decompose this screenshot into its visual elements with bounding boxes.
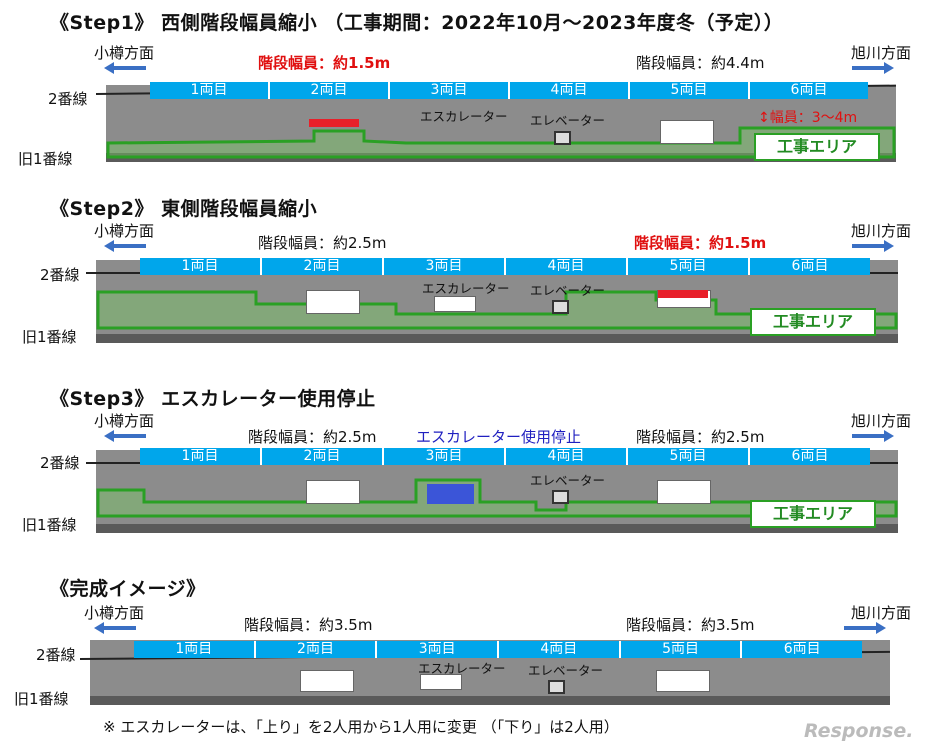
- track-1-label: 旧1番線: [22, 516, 77, 534]
- east-stair-width: 階段幅員：約4.4m: [636, 54, 765, 72]
- east-stair-width: 階段幅員：約1.5m: [634, 234, 767, 252]
- car-4: 4両目: [506, 448, 628, 465]
- track-1-label: 旧1番線: [22, 328, 77, 346]
- escalator-box: [434, 296, 476, 312]
- arrow-left-icon: [104, 240, 146, 252]
- car-2: 2両目: [262, 258, 384, 275]
- car-6: 6両目: [750, 448, 870, 465]
- direction-asahikawa: 旭川方面: [850, 604, 911, 622]
- escalator-label: エスカレーター: [418, 661, 506, 676]
- train-cars: 1両目 2両目 3両目 4両目 5両目 6両目: [140, 448, 870, 465]
- panel-title: 《Step1》 西側階段幅員縮小 （工事期間：2022年10月～2023年度冬（…: [50, 12, 784, 34]
- panel-title: 《Step3》 エスカレーター使用停止: [50, 388, 376, 410]
- car-2: 2両目: [270, 82, 390, 99]
- width-range: ↕幅員：3～4m: [758, 110, 858, 126]
- response-watermark: Response.: [804, 720, 914, 742]
- arrow-left-icon: [104, 430, 146, 442]
- east-stair-width: 階段幅員：約3.5m: [626, 616, 755, 634]
- train-cars: 1両目 2両目 3両目 4両目 5両目 6両目: [150, 82, 868, 99]
- west-stair-width: 階段幅員：約3.5m: [244, 616, 373, 634]
- car-2: 2両目: [255, 641, 378, 658]
- track-2-label: 2番線: [40, 454, 80, 472]
- escalator-label: エスカレーター: [422, 281, 510, 296]
- work-area-outline: [96, 478, 898, 518]
- elevator-label: エレベーター: [530, 113, 606, 128]
- train-cars: 1両目 2両目 3両目 4両目 5両目 6両目: [140, 258, 870, 275]
- direction-asahikawa: 旭川方面: [850, 222, 911, 240]
- track-2-label: 2番線: [36, 646, 76, 664]
- car-1: 1両目: [140, 258, 262, 275]
- elevator-label: エレベーター: [528, 663, 604, 678]
- car-4: 4両目: [499, 641, 621, 658]
- car-1: 1両目: [134, 641, 256, 658]
- car-3: 3両目: [384, 258, 506, 275]
- narrowed-stair-marker: [658, 290, 708, 298]
- platform: 1両目 2両目 3両目 4両目 5両目 6両目 エスカレーター エレベーター ↕…: [95, 73, 896, 165]
- elevator-icon: [552, 490, 569, 504]
- work-area-label: 工事エリア: [750, 308, 876, 336]
- car-3: 3両目: [384, 448, 506, 465]
- direction-otaru: 小樽方面: [94, 412, 155, 430]
- narrowed-stair-marker: [309, 119, 359, 127]
- direction-otaru: 小樽方面: [84, 604, 145, 622]
- direction-asahikawa: 旭川方面: [850, 412, 911, 430]
- elevator-icon: [548, 680, 565, 694]
- car-3: 3両目: [390, 82, 510, 99]
- footnote: ※ エスカレーターは、「上り」を2人用から1人用に変更 （「下り」は2人用）: [103, 718, 619, 736]
- car-6: 6両目: [750, 258, 870, 275]
- platform: 1両目 2両目 3両目 4両目 5両目 6両目 エスカレーター エレベーター 工…: [86, 252, 898, 344]
- arrow-left-icon: [104, 62, 146, 74]
- car-4: 4両目: [510, 82, 630, 99]
- elevator-icon: [554, 131, 571, 145]
- car-6: 6両目: [750, 82, 868, 99]
- platform: 1両目 2両目 3両目 4両目 5両目 6両目 エスカレーター エレベーター: [79, 634, 890, 706]
- car-5: 5両目: [628, 448, 750, 465]
- stopped-escalator: [427, 484, 474, 504]
- car-5: 5両目: [620, 641, 743, 658]
- west-stair: [306, 290, 360, 314]
- west-stair-width: 階段幅員：約2.5m: [248, 428, 377, 446]
- track-2-label: 2番線: [48, 90, 88, 108]
- car-5: 5両目: [628, 258, 750, 275]
- car-1: 1両目: [150, 82, 270, 99]
- escalator-stopped-note: エスカレーター使用停止: [416, 428, 582, 446]
- work-area-label: 工事エリア: [750, 500, 876, 528]
- track-2-label: 2番線: [40, 266, 80, 284]
- elevator-label: エレベーター: [530, 473, 606, 488]
- east-stair: [657, 480, 711, 504]
- work-area-label: 工事エリア: [754, 133, 880, 161]
- car-1: 1両目: [140, 448, 262, 465]
- east-stair: [660, 120, 714, 144]
- arrow-left-icon: [94, 622, 136, 634]
- direction-otaru: 小樽方面: [94, 44, 155, 62]
- arrow-right-icon: [844, 622, 886, 634]
- direction-otaru: 小樽方面: [94, 222, 155, 240]
- car-6: 6両目: [742, 641, 863, 658]
- east-stair-width: 階段幅員：約2.5m: [636, 428, 765, 446]
- arrow-right-icon: [852, 430, 894, 442]
- car-4: 4両目: [506, 258, 628, 275]
- east-stair: [656, 670, 710, 692]
- west-stair-width: 階段幅員：約2.5m: [258, 234, 387, 252]
- elevator-label: エレベーター: [530, 283, 606, 298]
- platform: 1両目 2両目 3両目 4両目 5両目 6両目 エレベーター 工事エリア: [86, 442, 898, 534]
- escalator-label: エスカレーター: [420, 109, 508, 124]
- arrow-right-icon: [852, 240, 894, 252]
- west-stair-width: 階段幅員：約1.5m: [258, 54, 391, 72]
- direction-asahikawa: 旭川方面: [850, 44, 911, 62]
- panel-title: 《完成イメージ》: [50, 578, 206, 600]
- west-stair: [306, 480, 360, 504]
- arrow-right-icon: [852, 62, 894, 74]
- escalator-box: [420, 674, 462, 690]
- car-3: 3両目: [377, 641, 500, 658]
- car-5: 5両目: [630, 82, 750, 99]
- elevator-icon: [552, 300, 569, 314]
- car-2: 2両目: [262, 448, 384, 465]
- panel-title: 《Step2》 東側階段幅員縮小: [50, 198, 318, 220]
- west-stair: [300, 670, 354, 692]
- train-cars: 1両目 2両目 3両目 4両目 5両目 6両目: [134, 641, 863, 658]
- track-1-label: 旧1番線: [14, 690, 69, 708]
- track-1-label: 旧1番線: [18, 150, 73, 168]
